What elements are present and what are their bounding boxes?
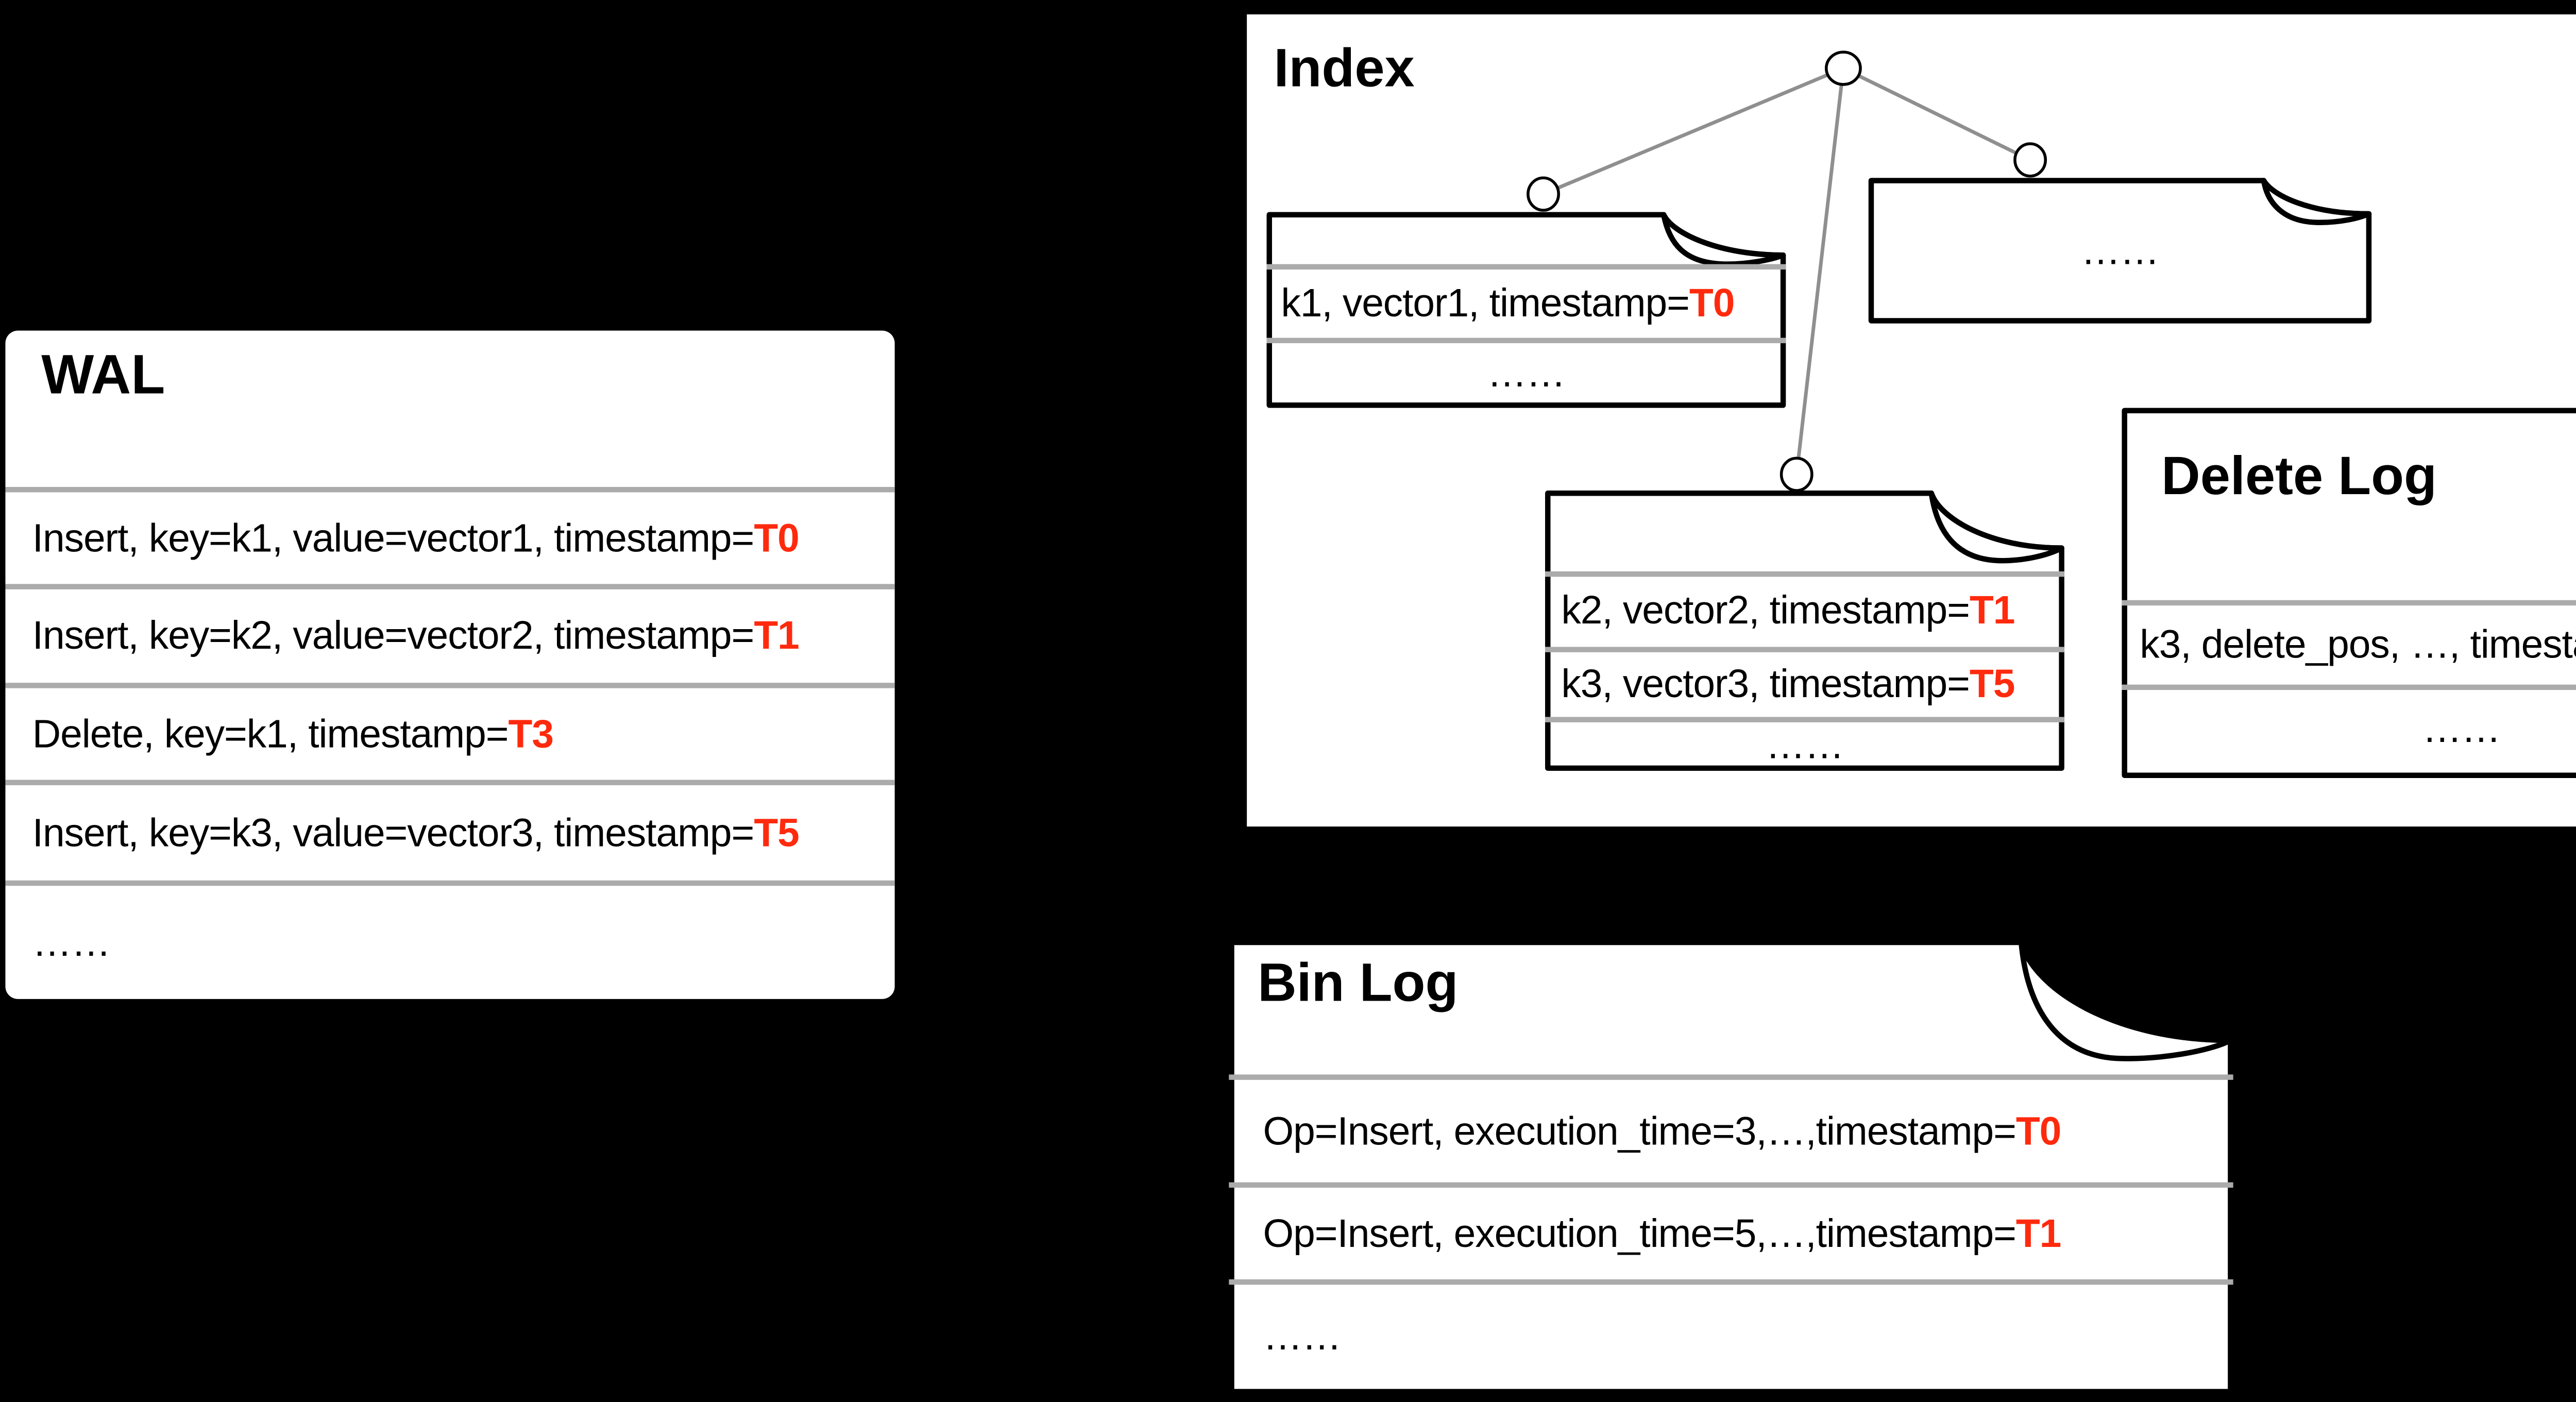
- delete-log-row-text: k3, delete_pos, …, timestamp=: [2140, 621, 2576, 667]
- divider: [5, 487, 895, 493]
- wal-row: Insert, key=k1, value=vector1, timestamp…: [5, 493, 894, 584]
- segment-row: ……: [1869, 178, 2371, 323]
- divider: [1545, 571, 2064, 577]
- timestamp-value: T0: [2015, 1107, 2062, 1153]
- bin-log-title: Bin Log: [1258, 954, 1459, 1014]
- index-title: Index: [1274, 39, 1415, 99]
- tree-root-node: [1824, 50, 1862, 86]
- timestamp-value: T5: [754, 809, 800, 855]
- timestamp-value: T1: [1969, 587, 2015, 633]
- wal-row: ……: [5, 886, 894, 999]
- divider: [2122, 684, 2576, 690]
- divider: [5, 780, 895, 785]
- divider: [1229, 1074, 2233, 1080]
- bin-log-row: Op=Insert, execution_time=3,…,timestamp=…: [1229, 1080, 2233, 1183]
- index-panel: Index k1, vector1, timestamp=T0 ……: [1247, 14, 2576, 827]
- document-outline: [1868, 178, 2372, 324]
- segment-row: k3, vector3, timestamp=T5: [1545, 650, 2064, 717]
- ellipsis-row-text: ……: [1263, 1313, 1342, 1359]
- tree-edge: [1794, 68, 1845, 475]
- segment-row: k2, vector2, timestamp=T1: [1545, 575, 2064, 647]
- timestamp-value: T3: [508, 711, 554, 756]
- index-segment-file-1: k1, vector1, timestamp=T0 ……: [1266, 212, 1786, 408]
- segment-row: k1, vector1, timestamp=T0: [1267, 268, 1786, 338]
- ellipsis-row-text: ……: [32, 919, 111, 964]
- divider: [5, 584, 895, 589]
- document-outline: [2122, 408, 2576, 778]
- page-fold-icon: [2261, 178, 2372, 225]
- index-segment-file-2: k2, vector2, timestamp=T1 k3, vector3, t…: [1545, 491, 2064, 771]
- delete-log-title: Delete Log: [2161, 447, 2437, 507]
- timestamp-value: T1: [2015, 1210, 2062, 1255]
- divider: [1545, 717, 2064, 722]
- wal-title: WAL: [41, 343, 165, 407]
- divider: [1266, 264, 1786, 270]
- segment-row-text: k1, vector1, timestamp=: [1281, 279, 1690, 325]
- tree-edge: [1543, 66, 1844, 196]
- delete-log-row: ……: [2122, 690, 2576, 769]
- wal-row-text: Delete, key=k1, timestamp=: [32, 711, 509, 756]
- wal-row: Insert, key=k3, value=vector3, timestamp…: [5, 785, 894, 881]
- bin-log-row-text: Op=Insert, execution_time=5,…,timestamp=: [1263, 1210, 2016, 1255]
- wal-row: Insert, key=k2, value=vector2, timestamp…: [5, 589, 894, 683]
- divider: [2122, 600, 2576, 606]
- segment-row-text: k3, vector3, timestamp=: [1561, 660, 1970, 705]
- page-fold-icon: [1660, 212, 1786, 267]
- index-segment-file-3: ……: [1868, 178, 2372, 324]
- bin-log-row: Op=Insert, execution_time=5,…,timestamp=…: [1229, 1188, 2233, 1279]
- timestamp-value: T1: [754, 613, 800, 658]
- document-outline: [1545, 491, 2064, 771]
- timestamp-value: T5: [1969, 660, 2015, 705]
- ellipsis-row-text: ……: [1487, 349, 1566, 395]
- wal-row-text: Insert, key=k1, value=vector1, timestamp…: [32, 515, 755, 560]
- wal-panel: WAL Insert, key=k1, value=vector1, times…: [5, 330, 895, 999]
- bin-log-row-text: Op=Insert, execution_time=3,…,timestamp=: [1263, 1107, 2016, 1153]
- page-fold-icon: [1928, 491, 2064, 564]
- divider: [1266, 337, 1786, 344]
- segment-row: ……: [1545, 720, 2064, 771]
- tree-child-node: [1780, 457, 1814, 492]
- ellipsis-row-text: ……: [1766, 722, 1844, 768]
- segment-row: ……: [1267, 343, 1786, 402]
- ellipsis-row-text: ……: [2422, 706, 2501, 751]
- divider: [1229, 1279, 2233, 1285]
- tree-child-node: [1527, 176, 1560, 212]
- segment-row-text: k2, vector2, timestamp=: [1561, 587, 1970, 633]
- divider: [5, 880, 895, 886]
- timestamp-value: T0: [754, 515, 800, 560]
- tree-child-node: [2013, 142, 2047, 178]
- bin-log-panel: Bin Log Op=Insert, execution_time=3,…,ti…: [1229, 939, 2233, 1395]
- timestamp-value: T0: [1689, 279, 1735, 325]
- wal-row-text: Insert, key=k2, value=vector2, timestamp…: [32, 613, 755, 658]
- tree-edge: [1842, 66, 2031, 162]
- delete-log-row: k3, delete_pos, …, timestamp=T3: [2122, 605, 2576, 684]
- divider: [5, 683, 895, 688]
- document-outline: [1266, 212, 1786, 408]
- wal-row: Delete, key=k1, timestamp=T3: [5, 688, 894, 780]
- delete-log-panel: Delete Log k3, delete_pos, …, timestamp=…: [2122, 408, 2576, 778]
- wal-row-text: Insert, key=k3, value=vector3, timestamp…: [32, 809, 755, 855]
- bin-log-row: ……: [1229, 1285, 2233, 1389]
- page-fold-icon: [2018, 939, 2233, 1061]
- divider: [1545, 647, 2064, 652]
- divider: [1229, 1182, 2233, 1188]
- ellipsis-row-text: ……: [2081, 227, 2159, 273]
- document-outline: [1229, 939, 2233, 1395]
